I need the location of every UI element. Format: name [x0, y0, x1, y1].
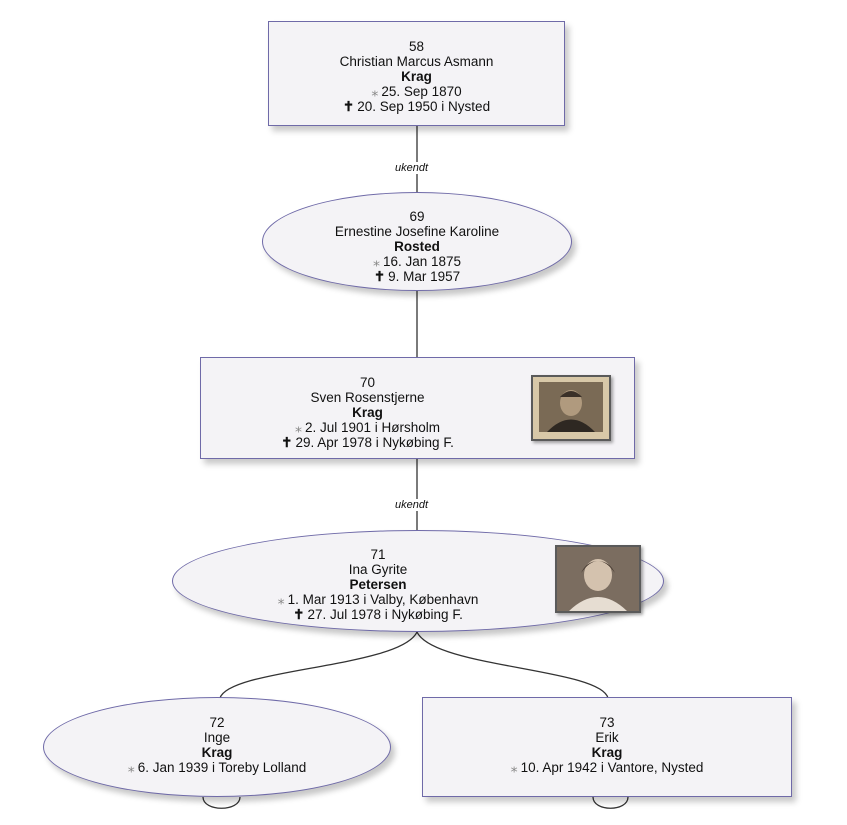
- birth-icon: ⁎: [277, 591, 285, 607]
- person-number: 70: [359, 375, 376, 390]
- birth-line: ⁎2. Jul 1901 i Hørsholm: [294, 419, 441, 436]
- death-icon: ✝: [281, 435, 293, 450]
- birth-line: ⁎25. Sep 1870: [371, 83, 462, 100]
- person-number: 58: [408, 39, 425, 54]
- person-photo-71[interactable]: [555, 545, 641, 613]
- birth-line: ⁎16. Jan 1875: [372, 253, 462, 270]
- person-given-names: Erik: [595, 730, 619, 745]
- person-surname: Krag: [591, 745, 623, 760]
- person-surname: Rosted: [394, 239, 440, 254]
- death-icon: ✝: [293, 607, 305, 622]
- person-given-names: Inge: [203, 730, 231, 745]
- birth-icon: ⁎: [127, 759, 135, 775]
- birth-icon: ⁎: [510, 759, 518, 775]
- death-line: ✝9. Mar 1957: [373, 269, 461, 284]
- continuation-72: [202, 796, 241, 809]
- person-given-names: Ernestine Josefine Karoline: [334, 224, 500, 239]
- person-number: 72: [209, 715, 225, 730]
- person-box-73[interactable]: 73 Erik Krag ⁎10. Apr 1942 i Vantore, Ny…: [422, 697, 792, 797]
- birth-icon: ⁎: [371, 83, 379, 99]
- person-box-70[interactable]: 70 Sven Rosenstjerne Krag ⁎2. Jul 1901 i…: [200, 357, 635, 459]
- person-surname: Krag: [352, 405, 383, 420]
- person-given-names: Ina Gyrite: [348, 562, 408, 577]
- line-71-73: [416, 631, 609, 699]
- death-line: ✝29. Apr 1978 i Nykøbing F.: [281, 435, 454, 450]
- line-71-72: [219, 631, 418, 699]
- portrait-woman-icon: [557, 547, 639, 611]
- relation-label-1: ukendt: [393, 162, 431, 174]
- person-ellipse-69[interactable]: 69 Ernestine Josefine Karoline Rosted ⁎1…: [262, 192, 572, 291]
- person-ellipse-72[interactable]: 72 Inge Krag ⁎6. Jan 1939 i Toreby Lolla…: [43, 697, 391, 797]
- death-line: ✝20. Sep 1950 i Nysted: [342, 99, 491, 114]
- person-ellipse-71[interactable]: 71 Ina Gyrite Petersen ⁎1. Mar 1913 i Va…: [172, 530, 664, 632]
- death-icon: ✝: [342, 99, 355, 114]
- person-box-58[interactable]: 58 Christian Marcus Asmann Krag ⁎25. Sep…: [268, 21, 565, 126]
- person-number: 73: [599, 715, 615, 730]
- portrait-man-icon: [533, 377, 609, 439]
- birth-icon: ⁎: [372, 253, 380, 269]
- person-surname: Petersen: [349, 577, 407, 592]
- birth-icon: ⁎: [294, 419, 302, 435]
- person-number: 69: [409, 209, 425, 224]
- birth-line: ⁎6. Jan 1939 i Toreby Lolland: [127, 759, 307, 776]
- person-photo-70[interactable]: [531, 375, 611, 441]
- person-number: 71: [370, 547, 386, 562]
- birth-line: ⁎10. Apr 1942 i Vantore, Nysted: [510, 759, 704, 776]
- death-line: ✝27. Jul 1978 i Nykøbing F.: [293, 607, 463, 622]
- person-surname: Krag: [401, 69, 432, 84]
- relation-label-2: ukendt: [393, 499, 431, 511]
- person-given-names: Sven Rosenstjerne: [310, 390, 425, 405]
- continuation-73: [592, 796, 629, 809]
- death-icon: ✝: [373, 269, 386, 284]
- birth-line: ⁎1. Mar 1913 i Valby, København: [277, 591, 479, 608]
- person-surname: Krag: [201, 745, 233, 760]
- person-given-names: Christian Marcus Asmann: [339, 54, 494, 69]
